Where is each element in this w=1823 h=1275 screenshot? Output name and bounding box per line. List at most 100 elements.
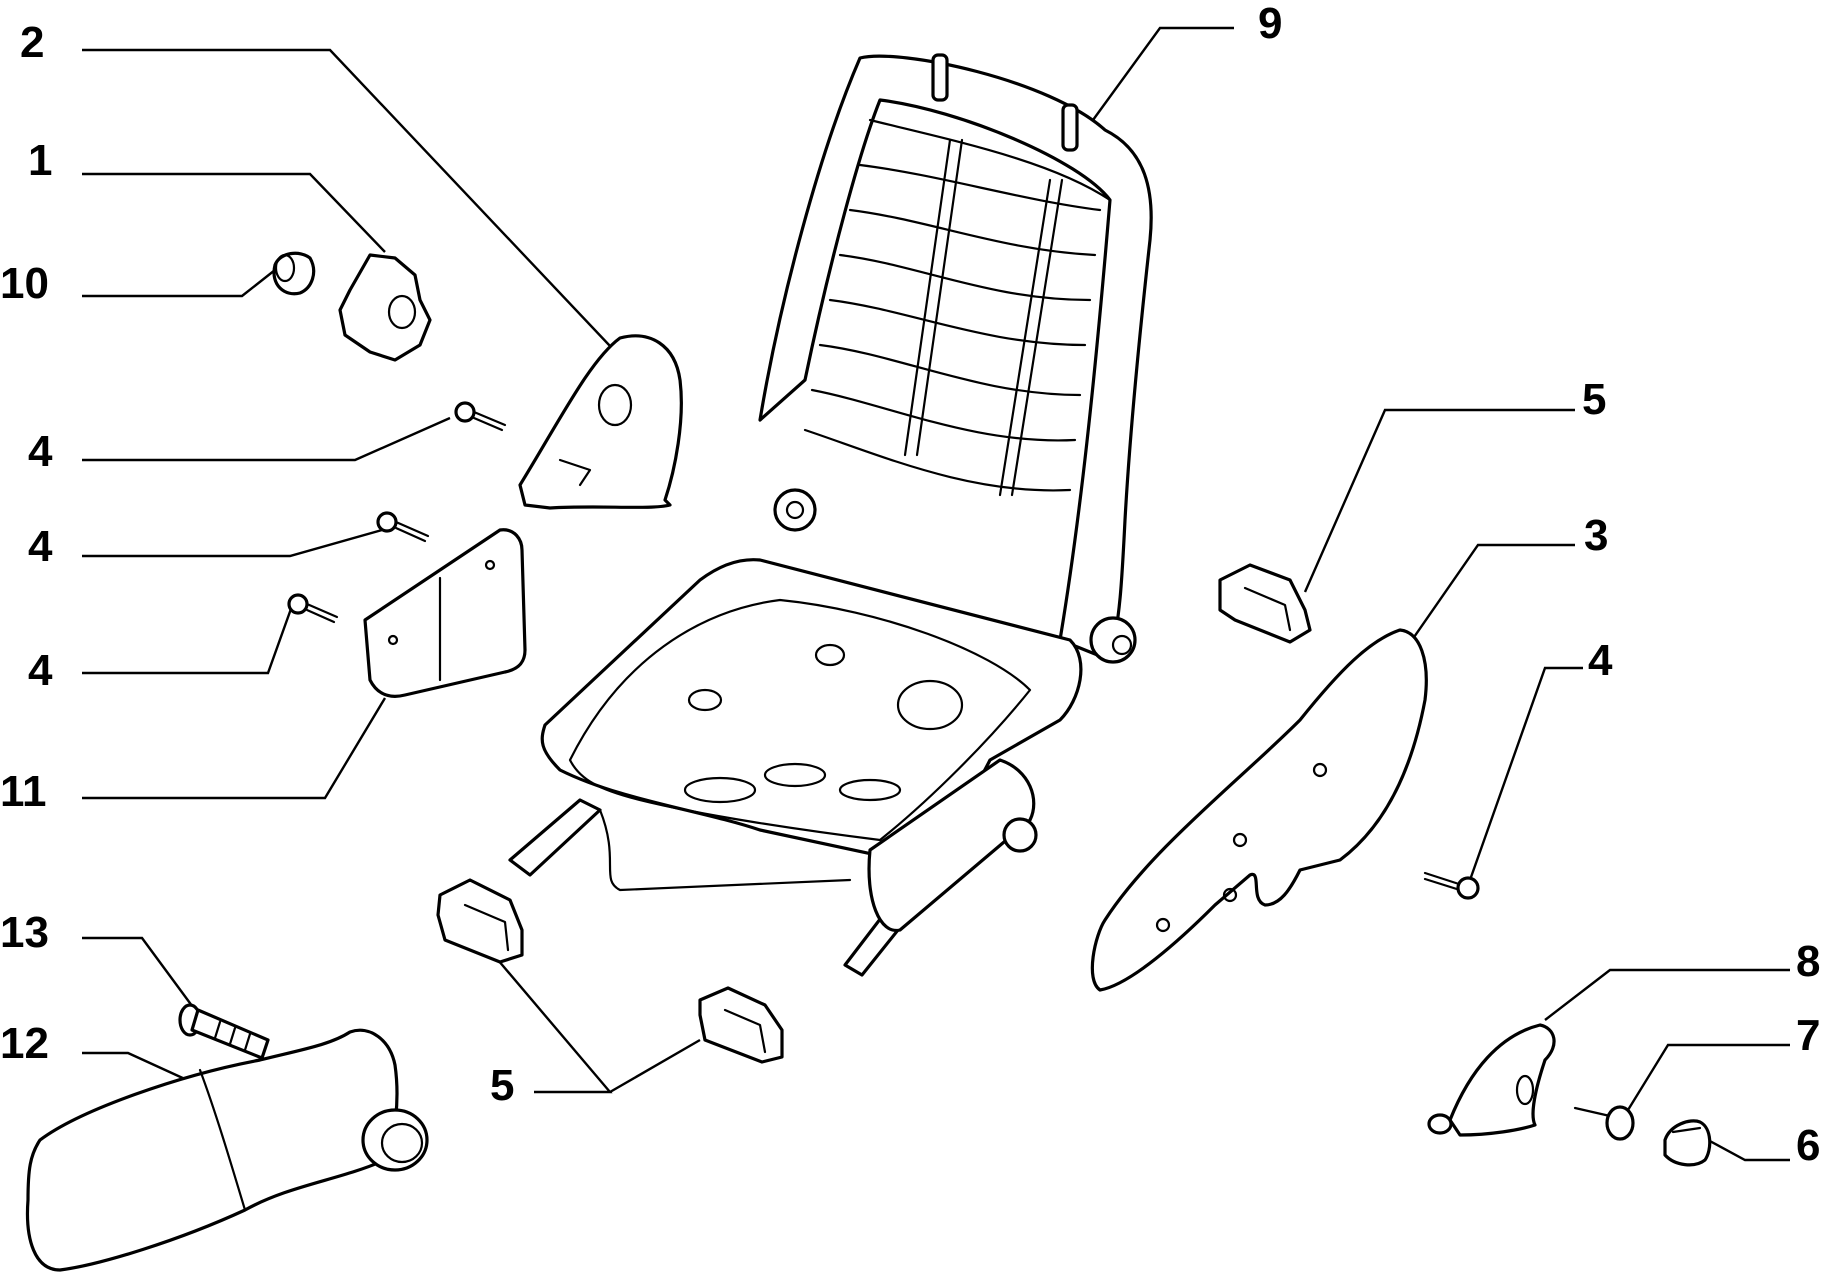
leader-5-b1 (497, 959, 613, 1094)
callout-5-a: 5 (1582, 375, 1606, 424)
backrest-slat (848, 208, 1097, 257)
bolt-shank (190, 1008, 270, 1060)
backrest-rod (903, 138, 964, 457)
lever-handle-part-12 (25, 1028, 429, 1272)
callout-4-b: 4 (28, 522, 53, 571)
bracket-part-8 (1427, 1023, 1556, 1137)
knob-hub (387, 294, 417, 330)
callout-2: 2 (20, 18, 44, 67)
pin-head (1605, 1105, 1635, 1141)
screw-right (1423, 871, 1480, 900)
headrest-post (1061, 103, 1079, 152)
side-cover-hole (1155, 917, 1171, 933)
hinge-cover-body (518, 334, 683, 510)
hinge-cover-detail (558, 458, 592, 487)
callout-labels: 2 1 10 4 4 4 11 13 12 5 9 5 3 4 8 7 6 (0, 0, 1820, 1170)
bushing-end (274, 253, 296, 283)
leader-4-d (1468, 666, 1583, 881)
leader-3 (1411, 543, 1575, 641)
bracket-body (1448, 1023, 1556, 1137)
screw-upper (454, 401, 507, 432)
side-cover-part-3 (1090, 628, 1428, 992)
callout-12: 12 (0, 1019, 49, 1068)
backrest-slat (810, 388, 1077, 442)
leader-2 (82, 48, 611, 347)
lever-hub-inner (380, 1122, 424, 1164)
leader-7 (1626, 1043, 1790, 1111)
seat-pan-springs (568, 598, 1032, 842)
backrest-slat (818, 343, 1082, 397)
leader-12 (82, 1051, 199, 1087)
leader-1 (82, 172, 386, 253)
pin-part-7 (1573, 1105, 1635, 1141)
adjuster-knob-mount (1002, 817, 1038, 853)
side-cover-hole (1232, 832, 1248, 848)
screw-middle (376, 511, 430, 543)
callout-11: 11 (0, 767, 47, 816)
clip-lower-mid (698, 986, 784, 1064)
backrest-frame (758, 54, 1153, 662)
screws-part-4 (287, 401, 1480, 900)
hinge-cover-part-2 (518, 334, 683, 510)
leader-8 (1544, 968, 1790, 1021)
seat-pan-opening (814, 643, 846, 667)
side-cover-hole (1312, 762, 1328, 778)
callout-7: 7 (1796, 1011, 1820, 1060)
recliner-hinge-right-center (1111, 634, 1133, 656)
bushing-part-10 (272, 251, 316, 296)
callout-4-a: 4 (28, 427, 53, 476)
callout-9: 9 (1258, 0, 1282, 48)
cap-part-6 (1663, 1119, 1712, 1167)
pin-shank (1573, 1106, 1612, 1118)
callout-8: 8 (1796, 937, 1820, 986)
backrest-slat (803, 428, 1072, 492)
lever-grip-seam (198, 1068, 247, 1212)
seat-pan-opening (838, 778, 902, 802)
callout-4-d: 4 (1588, 636, 1613, 685)
hinge-cover-hole (597, 383, 633, 427)
backrest-slat (828, 298, 1087, 347)
seat-pan-opening (896, 679, 964, 731)
callout-10: 10 (0, 259, 49, 308)
leader-4-a (82, 416, 451, 462)
bracket-pin (1427, 1113, 1453, 1135)
side-panel-part-11 (363, 528, 527, 698)
leader-4-c (82, 605, 294, 675)
leader-6 (1707, 1138, 1790, 1162)
leader-5-a (1303, 408, 1575, 593)
headrest-post (931, 53, 949, 102)
front-bar (598, 808, 852, 892)
seat-pan-opening (763, 762, 827, 788)
recliner-hinge-left (773, 488, 817, 532)
callout-1: 1 (28, 136, 52, 185)
leader-9 (1092, 26, 1234, 121)
leader-lines (82, 26, 1790, 1162)
side-cover-hole (1222, 887, 1238, 903)
screw-lower (287, 593, 339, 624)
height-adjuster (867, 758, 1036, 932)
clips-part-5 (436, 563, 1312, 1064)
backrest-slat (858, 163, 1102, 212)
seat-pan-opening (687, 688, 723, 712)
seat-pan-opening (683, 776, 757, 804)
lever-grip (25, 1028, 399, 1272)
backrest-slat (838, 253, 1092, 302)
recline-knob-part-1 (338, 253, 432, 362)
cap-body (1663, 1119, 1712, 1167)
leader-4-b (82, 528, 383, 558)
callout-5-b: 5 (490, 1061, 514, 1110)
backrest-rod (998, 178, 1064, 497)
side-cover-body (1090, 628, 1428, 992)
bracket-hole (1515, 1074, 1535, 1106)
leader-10 (82, 269, 276, 298)
side-panel-body (363, 528, 527, 698)
seat-frame-part-9 (508, 53, 1153, 977)
bolt-part-13 (178, 1003, 270, 1060)
slide-rail-left (508, 798, 602, 877)
backrest-slat (868, 118, 1112, 202)
callout-13: 13 (0, 908, 49, 957)
callout-4-c: 4 (28, 646, 53, 695)
recliner-hinge-right (1089, 616, 1137, 664)
leader-5-b2 (609, 1038, 701, 1094)
